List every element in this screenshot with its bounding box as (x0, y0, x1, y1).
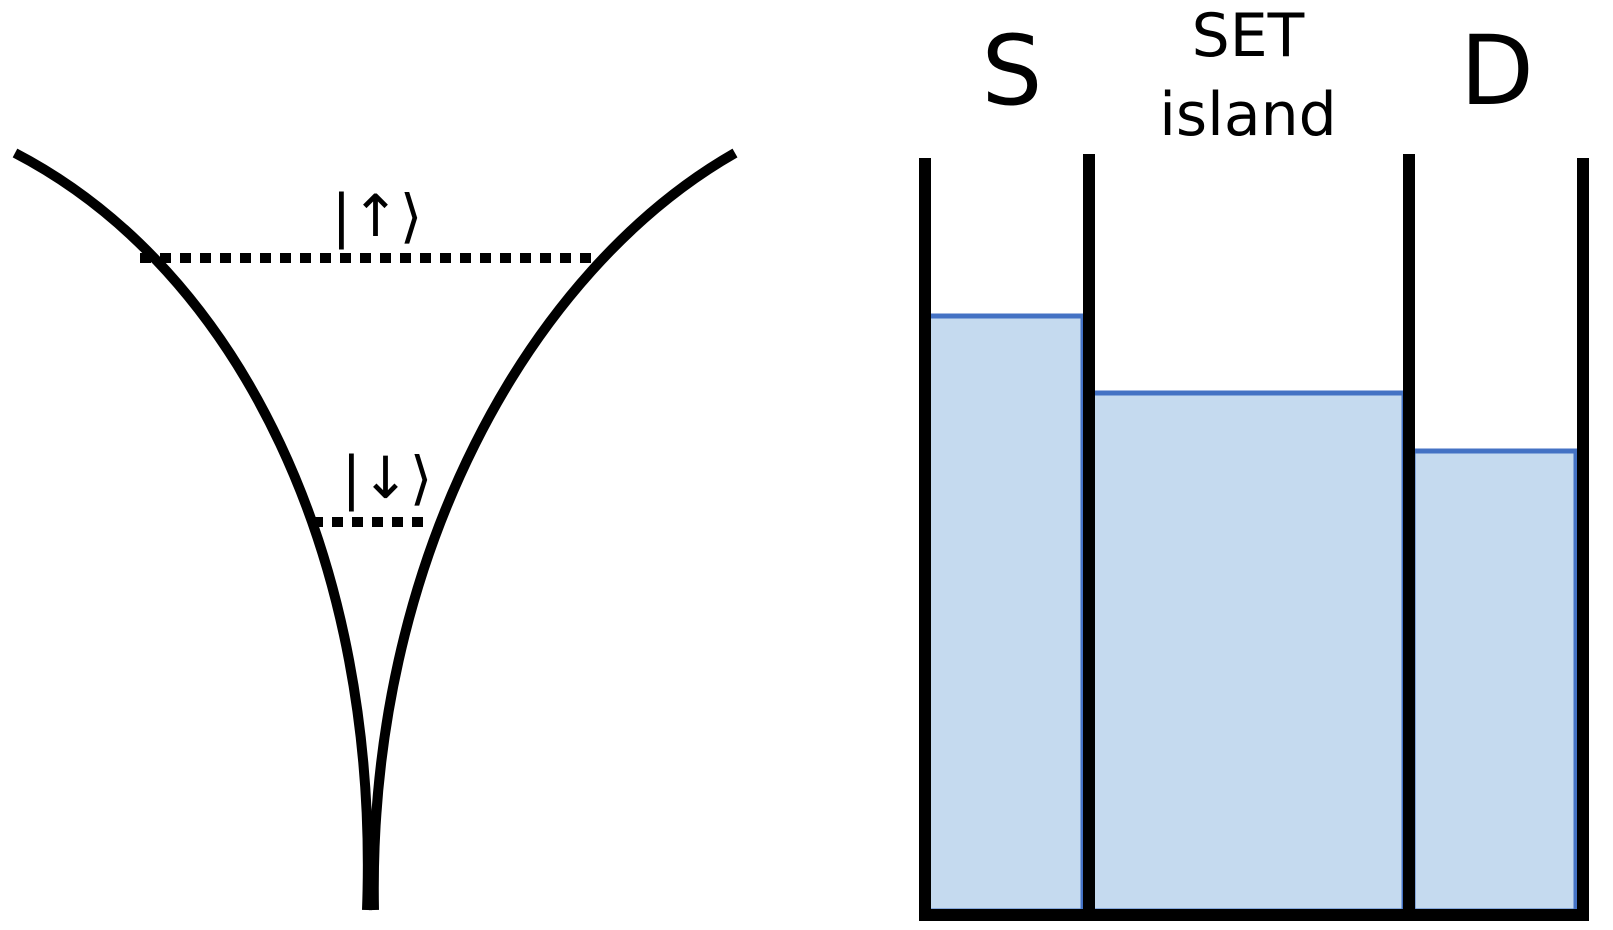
drain-fill (1410, 448, 1579, 914)
source-fill (925, 313, 1086, 914)
island-fill (1089, 390, 1407, 914)
potential-well-panel: |↑⟩ |↓⟩ (12, 148, 738, 911)
island-label-line1: SET (1192, 1, 1305, 71)
drain-label: D (1460, 15, 1534, 127)
set-reservoir-panel: S SET island D (919, 1, 1589, 921)
island-label-line2: island (1159, 80, 1336, 150)
spin-down-label: |↓⟩ (342, 444, 433, 512)
well-right-wall (368, 148, 738, 911)
source-label: S (982, 15, 1043, 127)
well-left-wall (12, 148, 373, 911)
spin-up-label: |↑⟩ (332, 182, 423, 250)
